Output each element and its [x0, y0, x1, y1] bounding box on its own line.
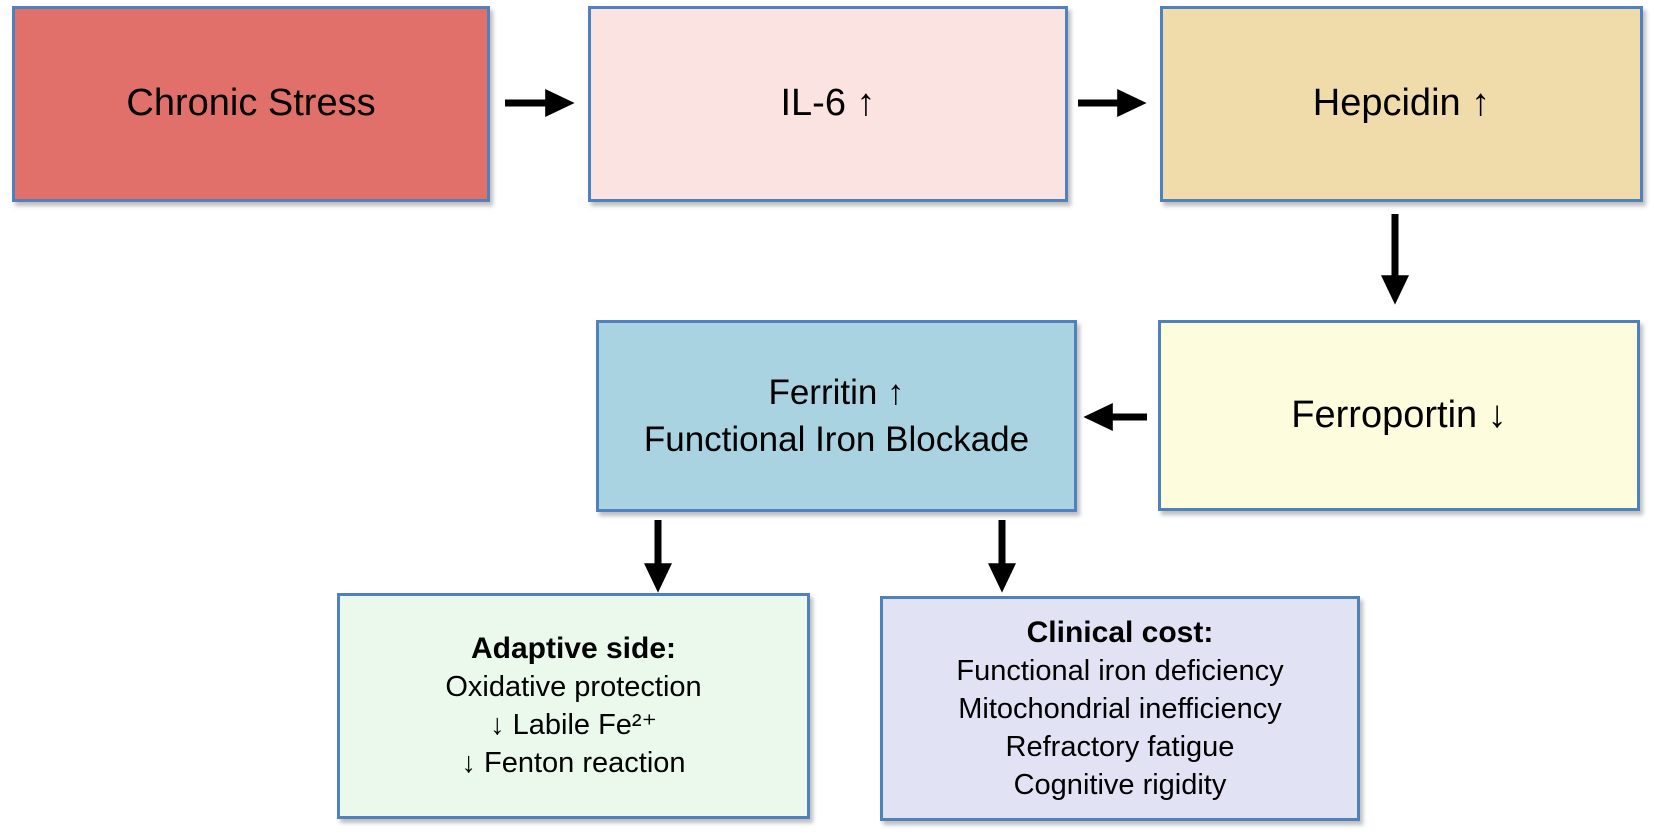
node-clinical-cost: Clinical cost: Functional iron deficienc… — [880, 596, 1360, 821]
node-adaptive-line1: Oxidative protection — [445, 671, 702, 703]
node-hepcidin-label: Hepcidin ↑ — [1312, 82, 1491, 125]
node-ferritin-line1: Ferritin ↑ — [768, 373, 905, 412]
node-ferritin-line2: Functional Iron Blockade — [643, 420, 1030, 459]
node-clinical-line3: Refractory fatigue — [1005, 730, 1235, 763]
node-clinical-line1: Functional iron deficiency — [956, 654, 1284, 687]
node-ferroportin: Ferroportin ↓ — [1158, 320, 1640, 511]
node-adaptive-line3: ↓ Fenton reaction — [461, 747, 686, 779]
node-il6-label: IL-6 ↑ — [780, 82, 876, 125]
node-ferritin: Ferritin ↑ Functional Iron Blockade — [596, 320, 1077, 512]
node-il6: IL-6 ↑ — [588, 6, 1068, 202]
node-hepcidin: Hepcidin ↑ — [1160, 6, 1643, 202]
node-chronic-stress: Chronic Stress — [12, 6, 490, 202]
node-clinical-line2: Mitochondrial inefficiency — [958, 692, 1282, 725]
node-adaptive-title: Adaptive side: — [470, 632, 677, 665]
node-adaptive-side: Adaptive side: Oxidative protection ↓ La… — [337, 593, 810, 819]
node-chronic-stress-label: Chronic Stress — [126, 82, 376, 125]
node-adaptive-line2: ↓ Labile Fe²⁺ — [490, 709, 657, 741]
node-clinical-line4: Cognitive rigidity — [1013, 768, 1227, 801]
node-clinical-title: Clinical cost: — [1026, 615, 1214, 649]
node-ferroportin-label: Ferroportin ↓ — [1291, 393, 1507, 436]
